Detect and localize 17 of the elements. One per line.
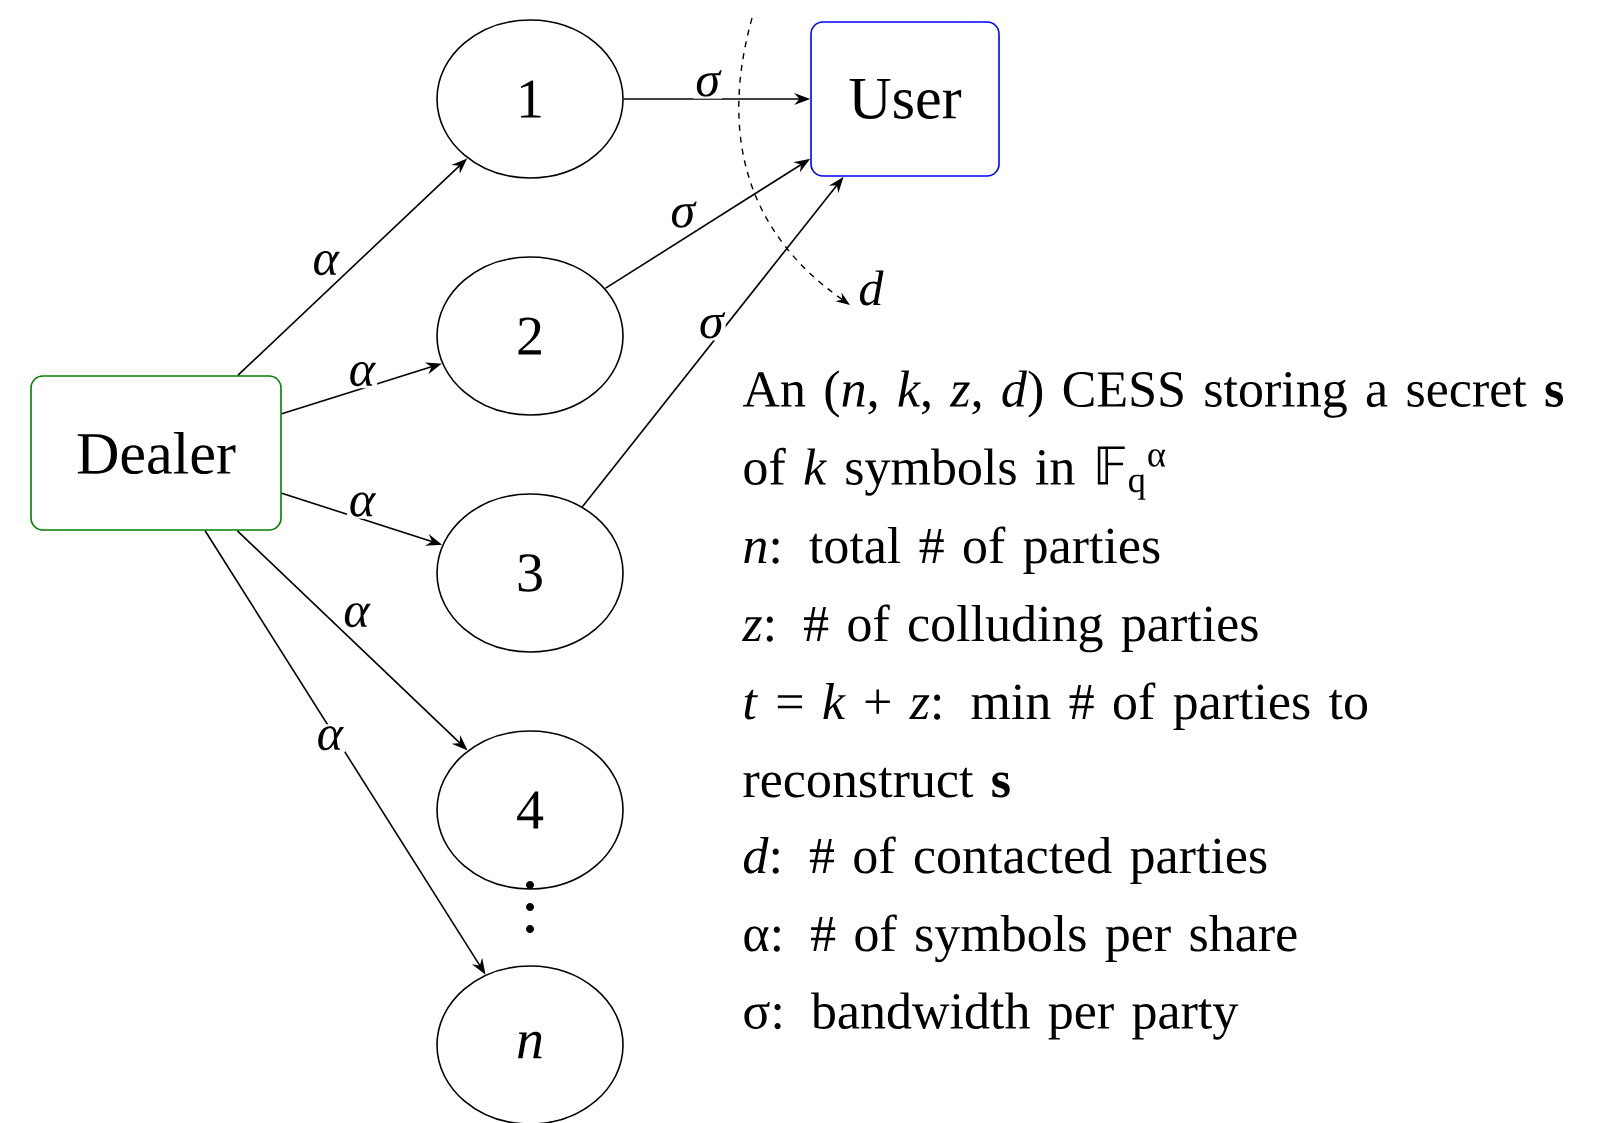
arc-label: d — [859, 270, 884, 306]
description-text: d: # of contacted parties — [744, 836, 1267, 885]
description-text: n: total # of parties — [744, 526, 1160, 575]
edge-label: σ — [696, 70, 722, 97]
edge-label: α — [314, 251, 340, 276]
edge-label: α — [318, 726, 344, 751]
description-text: α: # of symbols per share — [744, 914, 1297, 963]
party-box: User — [810, 21, 1000, 177]
edge-label: α — [350, 492, 376, 517]
description-text: An (n, k, z, d) CESS storing a secret s of k symbols in 𝔽$_{q}$α — [742, 370, 1564, 500]
edge-label: σ — [700, 312, 726, 339]
edge-label: σ — [671, 201, 697, 228]
party-box: Dealer — [30, 375, 282, 531]
description-text: z: # of colluding parties — [741, 604, 1258, 653]
description-text: σ: bandwidth per party — [744, 992, 1239, 1040]
edge-label: α — [344, 603, 371, 628]
edge-label: α — [350, 362, 376, 387]
